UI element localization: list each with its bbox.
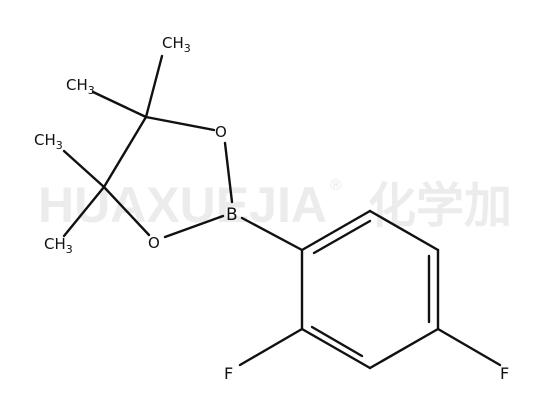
boron-label: B <box>226 205 238 225</box>
bond-c5-methyl-low <box>62 185 106 238</box>
bond-c4-o1 <box>144 115 216 132</box>
bond-o1-b <box>223 141 234 204</box>
fluorine-ortho-label: F <box>224 364 233 383</box>
bond-c4-methyl-upper <box>91 90 148 119</box>
bond-ring-2 <box>368 209 440 252</box>
methyl-low-label: CH3 <box>44 235 73 256</box>
bond-ring-inner-1 <box>312 219 372 255</box>
methyl-top-label: CH3 <box>162 34 191 55</box>
watermark-chinese: 化学加 <box>368 180 512 233</box>
bond-b-o2 <box>163 214 225 239</box>
fluorine-para-label: F <box>500 364 509 383</box>
methyl-upper-label: CH3 <box>66 76 95 97</box>
bond-o2-c5 <box>102 185 151 237</box>
bond-aryl-f-ortho <box>238 327 304 367</box>
watermark: HUAXUEJIA ® 化学加 <box>38 177 512 233</box>
bond-aryl-f-para <box>436 327 502 367</box>
watermark-registered-mark: ® <box>330 177 342 194</box>
bond-ring-4 <box>368 327 440 370</box>
bond-c5-c4 <box>102 115 148 189</box>
oxygen-bottom-label: O <box>148 234 160 252</box>
bond-c5-methyl-mid <box>62 149 106 189</box>
bond-b-aryl <box>240 216 304 252</box>
oxygen-top-label: O <box>215 123 227 141</box>
bonds <box>62 54 502 370</box>
atom-labels: CH3 CH3 CH3 CH3 O O B F F <box>34 34 509 383</box>
bond-ring-5 <box>300 327 372 370</box>
methyl-mid-label: CH3 <box>34 131 63 152</box>
bond-ring-1 <box>300 209 372 252</box>
bond-ring-inner-3 <box>310 325 364 358</box>
watermark-latin: HUAXUEJIA <box>38 177 327 233</box>
bond-c4-methyl-top <box>144 54 164 119</box>
